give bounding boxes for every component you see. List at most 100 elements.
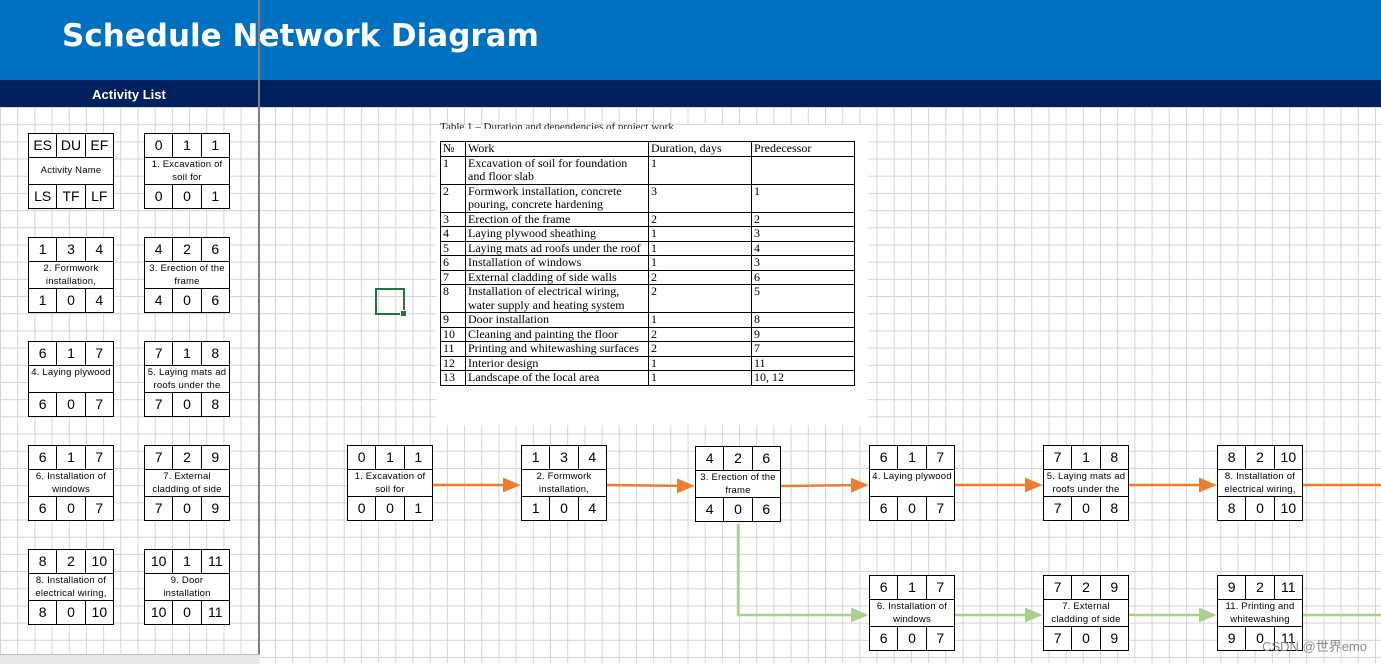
- node-lf: 1: [211, 188, 220, 204]
- table-cell-work: Door installation: [465, 312, 649, 328]
- node-du: 2: [57, 550, 86, 573]
- node-activity-name: 2. Formwork installation,: [43, 263, 99, 287]
- table-cell-no: 1: [440, 155, 466, 185]
- node-du: 1: [173, 550, 202, 573]
- node-activity-name: 2. Formwork installation,: [536, 471, 592, 495]
- node-du: 1: [898, 576, 927, 599]
- node-es: 6: [29, 446, 58, 469]
- node-ls: 6: [29, 497, 58, 520]
- node-lf: 11: [208, 604, 223, 620]
- node-ls: 0: [348, 497, 377, 520]
- legend-ef: EF: [90, 137, 109, 153]
- table-header-no: №: [440, 141, 466, 157]
- node-tf: 0: [376, 497, 405, 520]
- table-cell-duration: 2: [648, 284, 752, 313]
- node-es: 6: [870, 446, 899, 469]
- node-tf: 0: [173, 289, 202, 312]
- table-cell-duration: 2: [648, 269, 752, 285]
- node-du: 2: [1246, 446, 1275, 469]
- node-du: 2: [724, 447, 753, 470]
- selected-cell[interactable]: [375, 288, 407, 317]
- table-cell-predecessor: 5: [751, 284, 855, 313]
- table-cell-work: Formwork installation, concrete pouring,…: [465, 183, 649, 213]
- node-activity-name: 5. Laying mats ad roofs under the: [1046, 471, 1126, 495]
- legend-lf: LF: [91, 188, 108, 204]
- node-es: 0: [145, 134, 174, 157]
- table-cell-no: 4: [440, 226, 466, 242]
- node-ls: 0: [145, 185, 174, 208]
- node-du: 1: [376, 446, 405, 469]
- table-cell-duration: 1: [648, 255, 752, 271]
- node-es: 7: [1044, 446, 1073, 469]
- node-lf: 4: [588, 500, 597, 516]
- node-activity-name: 5. Laying mats ad roofs under the: [147, 367, 227, 391]
- frozen-pane-divider[interactable]: [258, 0, 260, 663]
- node-es: 7: [145, 342, 174, 365]
- node-ef: 1: [414, 449, 423, 465]
- node-activity-name: 6. Installation of windows: [876, 601, 948, 625]
- legend-tf: TF: [57, 185, 86, 208]
- node-ef: 11: [1281, 579, 1296, 595]
- node-ef: 7: [936, 449, 945, 465]
- node-ef: 6: [762, 450, 771, 466]
- table-cell-work: External cladding of side walls: [465, 269, 649, 285]
- node-ls: 1: [29, 289, 58, 312]
- node-ls: 9: [1218, 627, 1247, 650]
- node-tf: 0: [173, 497, 202, 520]
- node-activity-name: 4. Laying plywood: [31, 367, 111, 378]
- node-lf: 7: [936, 630, 945, 646]
- node-ef: 10: [1280, 449, 1297, 465]
- table-cell-work: Erection of the frame: [465, 211, 649, 227]
- table-cell-work: Installation of electrical wiring, water…: [465, 284, 649, 313]
- node-es: 7: [1044, 576, 1073, 599]
- node-ef: 10: [91, 553, 108, 569]
- table-cell-predecessor: 6: [751, 269, 855, 285]
- sheet-tab-bar[interactable]: [0, 654, 260, 664]
- node-activity-name: 3. Erection of the frame: [149, 263, 225, 287]
- table-cell-predecessor: 8: [751, 312, 855, 328]
- node-activity-name: 7. External cladding of side: [1051, 601, 1121, 625]
- node-es: 6: [870, 576, 899, 599]
- node-du: 1: [57, 446, 86, 469]
- node-lf: 7: [936, 500, 945, 516]
- node-lf: 1: [414, 500, 423, 516]
- node-du: 1: [173, 342, 202, 365]
- table-cell-duration: 1: [648, 370, 752, 386]
- node-ef: 4: [588, 449, 597, 465]
- node-lf: 10: [1280, 500, 1297, 516]
- table-header-row: № Work Duration, days Predecessor: [440, 141, 855, 157]
- legend-activity-name: Activity Name: [40, 165, 102, 176]
- node-tf: 0: [173, 601, 202, 624]
- node-lf: 4: [95, 292, 104, 308]
- node-tf: 0: [57, 289, 86, 312]
- node-activity-name: 7. External cladding of side: [152, 471, 222, 495]
- node-activity-name: 1. Excavation of soil for: [151, 159, 223, 183]
- node-tf: 0: [57, 393, 86, 416]
- project-table-image[interactable]: Table 1 – Duration and dependencies of p…: [436, 121, 868, 425]
- node-ls: 10: [145, 601, 174, 624]
